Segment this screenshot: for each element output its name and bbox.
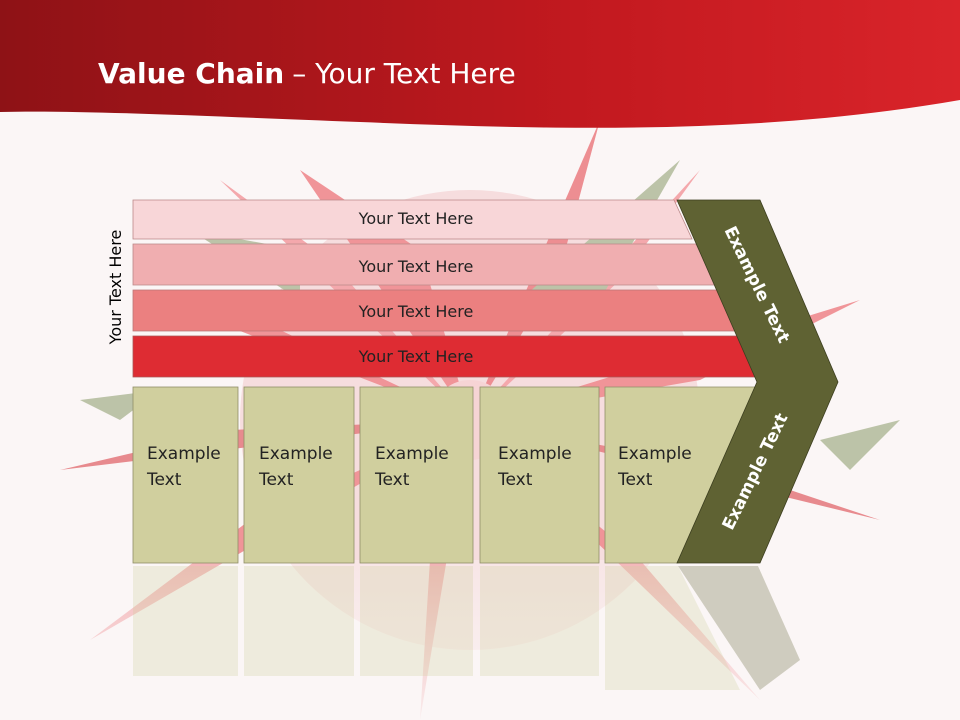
box-2-line-1: Example [259,444,333,464]
activity-box-3 [359,386,474,564]
band-2-label: Your Text Here [358,257,474,276]
band-4-label: Your Text Here [358,347,474,366]
margin-chevron [676,199,839,564]
box-4-line-2: Text [497,470,533,490]
activity-box-4 [479,386,600,564]
activity-box-1 [132,386,239,564]
box-3-line-1: Example [375,444,449,464]
header-banner [0,0,960,128]
band-1 [132,199,693,240]
slide-title: Value Chain– Your Text Here [98,57,516,90]
band-3-label: Your Text Here [358,302,474,321]
box-3-line-2: Text [374,470,410,490]
box-4-line-1: Example [498,444,572,464]
box-5-line-2: Text [617,470,653,490]
box-2-line-2: Text [258,470,294,490]
title-bold: Value Chain [98,57,284,90]
box-5-line-1: Example [618,444,692,464]
band-1-label: Your Text Here [358,209,474,228]
boxes-reflection [133,566,800,690]
activity-box-2 [243,386,355,564]
box-1-line-2: Text [146,470,182,490]
title-regular: – Your Text Here [292,57,516,90]
side-label: Your Text Here [106,230,125,346]
box-1-line-1: Example [147,444,221,464]
support-activities: Your Text Here Your Text Here Your Text … [132,199,764,378]
reflection-fade [0,560,960,720]
primary-activities: Example Text Example Text Example Text E… [132,386,759,564]
